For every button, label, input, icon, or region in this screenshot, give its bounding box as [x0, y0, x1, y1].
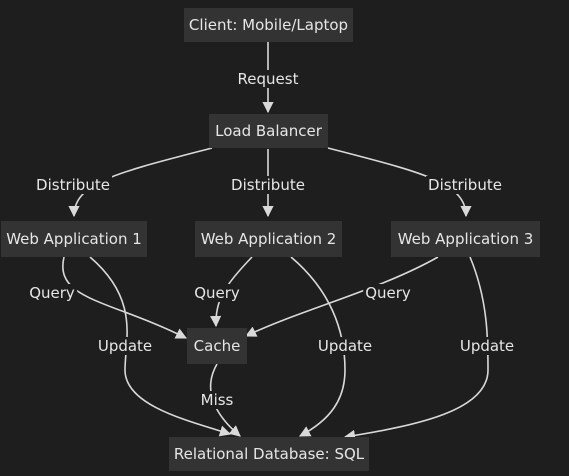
- edge-web3-to-cache: [244, 256, 439, 337]
- edge-web2-to-db: [290, 256, 346, 437]
- edge-web3-to-db: [343, 256, 489, 441]
- edge-label-query-1: Query: [27, 284, 77, 302]
- node-client[interactable]: Client: Mobile/Laptop: [184, 8, 353, 42]
- edge-label-update-1: Update: [95, 337, 155, 355]
- node-web-application-1[interactable]: Web Application 1: [1, 221, 147, 257]
- node-relational-database[interactable]: Relational Database: SQL: [169, 437, 369, 471]
- edge-label-distribute-3: Distribute: [426, 176, 504, 194]
- edge-label-query-2: Query: [192, 284, 242, 302]
- edge-label-update-2: Update: [315, 337, 375, 355]
- edge-label-miss: Miss: [198, 391, 236, 409]
- edge-label-distribute-1: Distribute: [34, 176, 112, 194]
- node-web-application-3[interactable]: Web Application 3: [391, 221, 540, 257]
- edge-web1-to-db: [89, 256, 232, 437]
- edge-label-update-3: Update: [457, 337, 517, 355]
- edge-label-distribute-2: Distribute: [229, 176, 307, 194]
- node-load-balancer[interactable]: Load Balancer: [209, 114, 328, 148]
- edge-label-request: Request: [235, 70, 301, 88]
- node-web-application-2[interactable]: Web Application 2: [195, 221, 342, 257]
- edge-label-query-3: Query: [363, 284, 413, 302]
- edge-web1-to-cache: [62, 256, 188, 339]
- node-cache[interactable]: Cache: [187, 328, 247, 364]
